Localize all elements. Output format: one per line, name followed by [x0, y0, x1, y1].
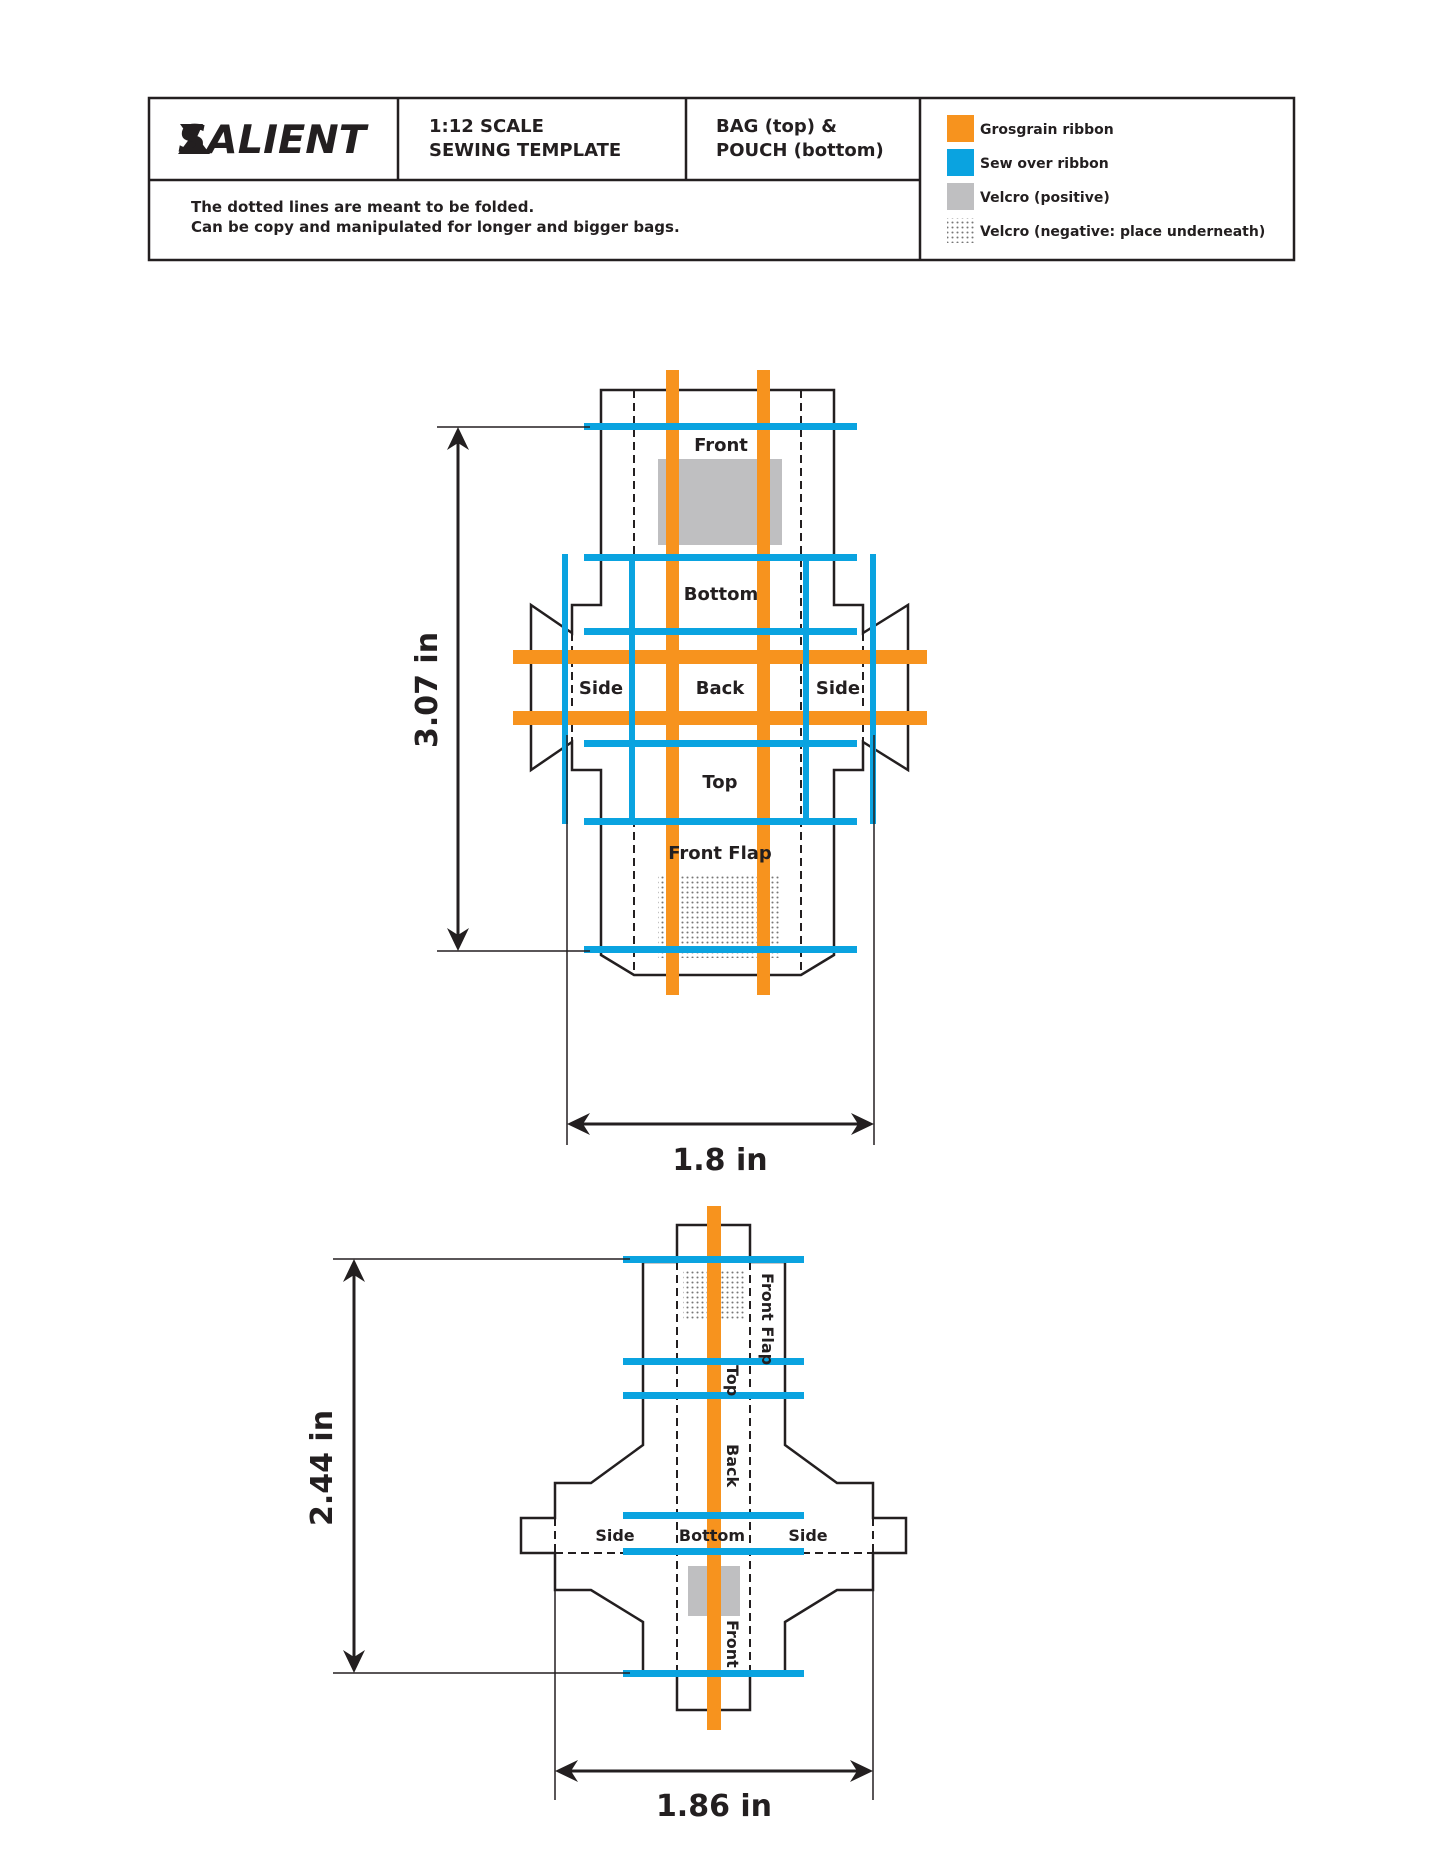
scale-line-2: SEWING TEMPLATE	[429, 140, 621, 161]
pouch-sew-lines	[623, 1256, 804, 1677]
pouch-width-dimension	[554, 1560, 874, 1800]
pouch-label-front-flap: Front Flap	[758, 1273, 777, 1365]
legend-swatch-velcro-positive	[947, 183, 974, 210]
pouch-width-label: 1.86 in	[656, 1789, 772, 1824]
legend-label-ribbon: Grosgrain ribbon	[980, 122, 1114, 138]
scale-line-1: 1:12 SCALE	[429, 116, 544, 137]
logo-swoosh-icon	[178, 124, 210, 154]
legend-label-velcro-positive: Velcro (positive)	[980, 190, 1110, 206]
bag-label-back: Back	[696, 678, 746, 699]
note-line-2: Can be copy and manipulated for longer a…	[191, 218, 680, 236]
bag-height-arrow-top-icon	[447, 427, 469, 450]
pouch-width-arrow-right-icon	[850, 1760, 873, 1782]
bag-label-bottom: Bottom	[684, 584, 758, 605]
pouch-label-top: Top	[723, 1365, 742, 1396]
bag-label-side-right: Side	[816, 678, 860, 699]
bag-label-front: Front	[694, 435, 748, 456]
bag-width-label: 1.8 in	[672, 1143, 767, 1178]
header-table	[147, 96, 1296, 262]
pouch-label-front: Front	[723, 1620, 742, 1668]
pouch-height-label: 2.44 in	[305, 1410, 340, 1526]
pouch-height-arrow-bottom-icon	[343, 1650, 365, 1673]
pouch-label-side-left: Side	[595, 1526, 634, 1545]
legend-swatch-sew	[947, 149, 974, 176]
bag-height-label: 3.07 in	[410, 632, 445, 748]
bag-height-arrow-bottom-icon	[447, 928, 469, 951]
bag-template: Front Bottom Side Back Side Top Front Fl…	[410, 370, 927, 1178]
bag-label-front-flap: Front Flap	[668, 843, 772, 864]
bag-sew-lines	[562, 423, 876, 953]
legend-label-velcro-negative: Velcro (negative: place underneath)	[980, 224, 1265, 240]
pouch-height-arrow-top-icon	[343, 1259, 365, 1282]
pouch-height-dimension	[333, 1258, 630, 1674]
bag-outline	[529, 388, 910, 977]
bag-width-dimension	[566, 735, 875, 1145]
bag-height-dimension	[437, 426, 590, 952]
pouch-label-side-right: Side	[788, 1526, 827, 1545]
bag-grosgrain-ribbons	[513, 370, 927, 995]
legend: Grosgrain ribbon Sew over ribbon Velcro …	[947, 115, 1265, 243]
pattern-line-1: BAG (top) &	[716, 116, 837, 137]
note-line-1: The dotted lines are meant to be folded.	[191, 198, 534, 216]
pouch-width-arrow-left-icon	[555, 1760, 578, 1782]
pattern-line-2: POUCH (bottom)	[716, 140, 884, 161]
logo-text: SALIENT	[178, 118, 369, 163]
bag-label-side-left: Side	[579, 678, 623, 699]
salient-logo: SALIENT	[178, 118, 369, 163]
bag-width-arrow-right-icon	[851, 1113, 874, 1135]
pouch-label-back: Back	[723, 1444, 742, 1487]
pouch-label-bottom: Bottom	[679, 1526, 745, 1545]
bag-label-top: Top	[702, 772, 737, 793]
pouch-outline	[519, 1223, 908, 1712]
legend-swatch-velcro-negative	[947, 218, 974, 243]
legend-label-sew: Sew over ribbon	[980, 156, 1109, 172]
bag-width-arrow-left-icon	[567, 1113, 590, 1135]
legend-swatch-ribbon	[947, 115, 974, 142]
pouch-grosgrain-ribbon	[707, 1206, 721, 1730]
pouch-template: Front Flap Top Back Front Side Bottom Si…	[305, 1206, 908, 1824]
